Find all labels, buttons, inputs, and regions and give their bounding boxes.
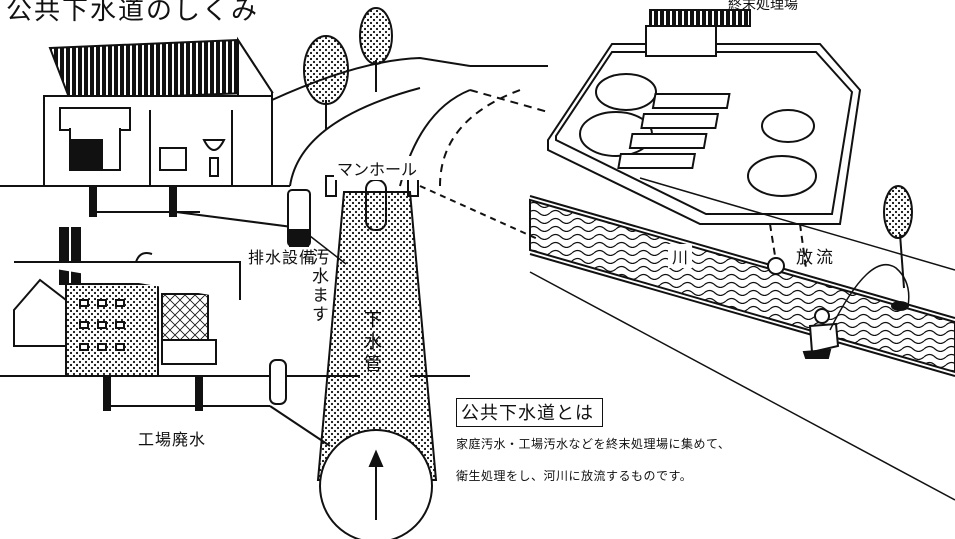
factory <box>13 227 331 447</box>
sewer-pipe <box>316 191 438 539</box>
river-label: 川 <box>668 244 693 268</box>
sewage-basin <box>287 189 347 265</box>
definition-heading: 公共下水道とは <box>456 398 603 427</box>
sewage-basin-label: 汚水ます <box>308 248 328 324</box>
house <box>43 36 274 187</box>
river <box>529 177 955 501</box>
factory-wastewater-label: 工場廃水 <box>138 430 207 449</box>
sewer-pipe-label: 下水管 <box>361 310 382 376</box>
treatment-plant <box>547 9 862 225</box>
discharge-label: 放流 <box>796 248 836 268</box>
discharge-channel <box>769 223 807 269</box>
manhole-label: マンホール <box>334 156 421 180</box>
factory-sewage-basin <box>269 359 287 405</box>
definition-line-2: 衛生処理をし、河川に放流するものです。 <box>456 469 693 483</box>
house-drain-pipes <box>89 185 301 229</box>
angler <box>802 263 910 359</box>
trees <box>303 7 913 289</box>
definition-line-1: 家庭汚水・工場汚水などを終末処理場に集めて、 <box>456 437 731 451</box>
drainage-equipment-label: 排水設備 <box>248 248 317 267</box>
discharge-outlet <box>767 257 785 275</box>
diagram-title: 公共下水道のしくみ <box>6 0 260 26</box>
treatment-plant-label: 終末処理場 <box>728 0 798 13</box>
